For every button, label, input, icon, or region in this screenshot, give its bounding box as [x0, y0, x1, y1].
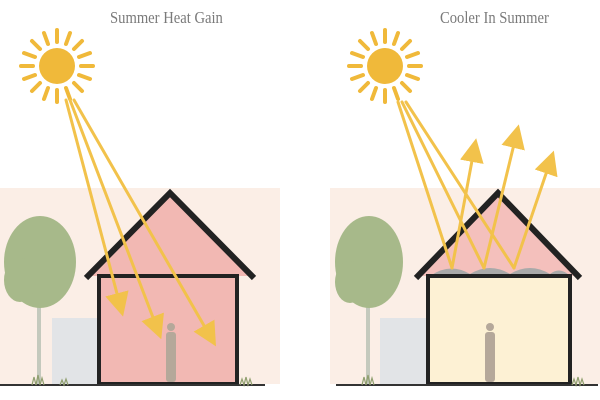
panel-right: [330, 28, 600, 388]
sun-rays-in: [396, 100, 516, 270]
roof: [418, 197, 578, 276]
person-icon: [166, 323, 176, 382]
panel-left: [0, 28, 280, 388]
person-icon: [485, 323, 495, 382]
sun-icon: [347, 28, 423, 104]
sun-icon: [19, 28, 95, 104]
panel-title-left: Summer Heat Gain: [110, 8, 223, 27]
house-interior: [428, 276, 570, 384]
fence-icon: [380, 318, 426, 384]
house: [413, 188, 583, 386]
tree-icon: [335, 216, 403, 385]
sun-rays-reflected: [450, 124, 558, 270]
grass: [361, 374, 585, 388]
panel-title-right: Cooler In Summer: [440, 8, 549, 27]
sun-rays-in: [64, 98, 216, 347]
tree-icon: [4, 216, 76, 385]
grass: [31, 374, 253, 388]
fence-icon: [52, 318, 100, 384]
